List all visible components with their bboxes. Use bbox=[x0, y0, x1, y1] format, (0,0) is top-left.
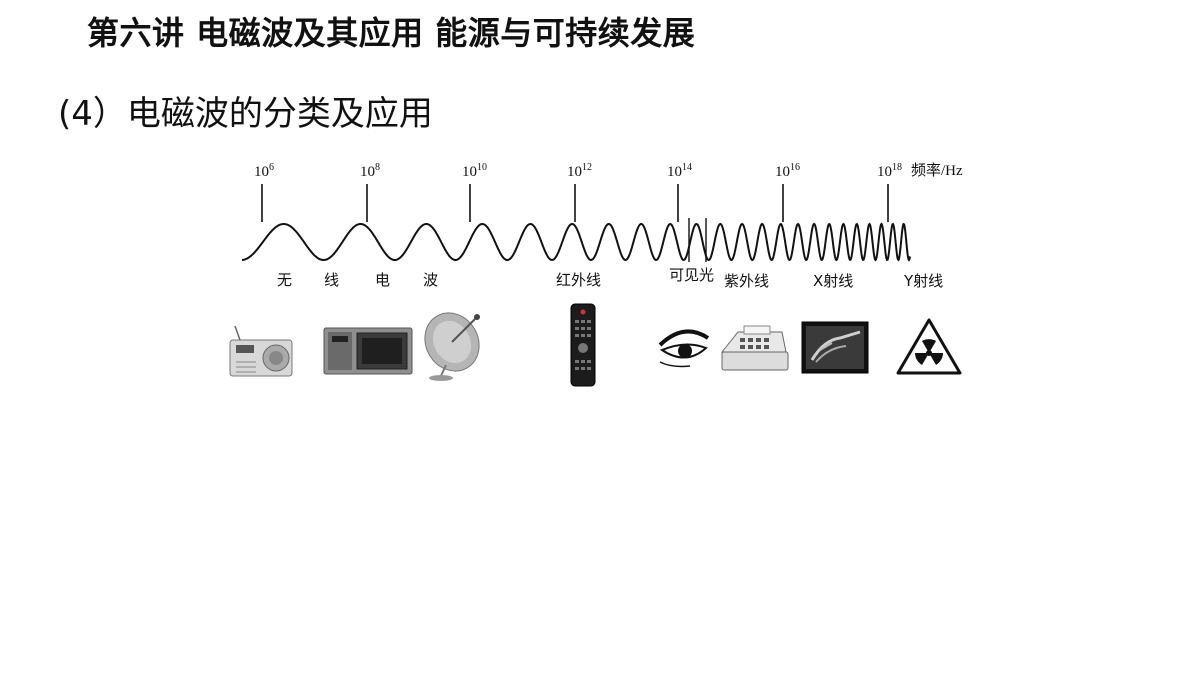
band-label-radio-4: 波 bbox=[423, 271, 438, 289]
radio-icon bbox=[229, 325, 293, 377]
band-label-xray: X射线 bbox=[813, 272, 853, 290]
radiation-warning-icon bbox=[896, 318, 962, 375]
band-label-radio-2: 线 bbox=[324, 271, 339, 289]
band-label-gamma: Y射线 bbox=[903, 272, 943, 290]
freq-mark-10: 1010 bbox=[462, 162, 487, 180]
freq-mark-8: 108 bbox=[360, 162, 380, 180]
xray-film-icon bbox=[801, 321, 869, 374]
em-wave-curve bbox=[242, 222, 911, 262]
band-label-infrared: 红外线 bbox=[556, 271, 601, 289]
band-label-visible: 可见光 bbox=[669, 266, 714, 284]
banknote-checker-icon bbox=[720, 325, 789, 371]
satellite-dish-icon bbox=[424, 312, 480, 381]
microwave-oven-icon bbox=[323, 327, 413, 375]
frequency-ticks bbox=[261, 184, 889, 222]
eye-icon bbox=[658, 329, 710, 368]
freq-mark-16: 1016 bbox=[775, 162, 800, 180]
slide-title: 第六讲 电磁波及其应用 能源与可持续发展 bbox=[87, 14, 696, 52]
section-subtitle: (4）电磁波的分类及应用 bbox=[58, 94, 433, 134]
freq-mark-12: 1012 bbox=[567, 162, 592, 180]
band-label-radio-1: 无 bbox=[277, 271, 292, 289]
visible-band-bracket bbox=[688, 218, 707, 262]
band-label-ultraviolet: 紫外线 bbox=[724, 272, 769, 290]
frequency-unit-label: 频率/Hz bbox=[911, 162, 963, 179]
freq-mark-6: 106 bbox=[254, 162, 274, 180]
remote-control-icon bbox=[570, 303, 596, 387]
freq-mark-18: 1018 bbox=[877, 162, 902, 180]
freq-mark-14: 1014 bbox=[667, 162, 692, 180]
band-label-radio-3: 电 bbox=[375, 271, 390, 289]
